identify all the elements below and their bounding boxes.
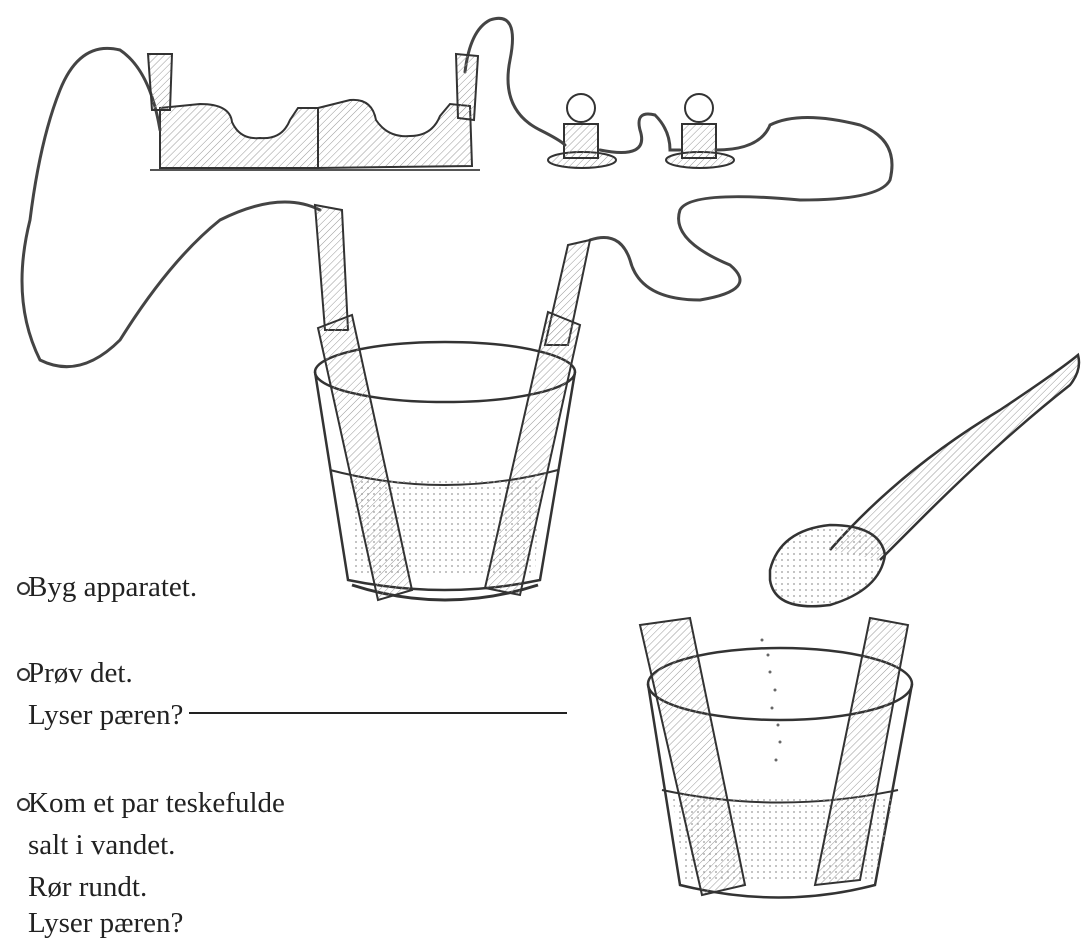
- glass-with-water: [315, 312, 580, 600]
- step-3-line-4: Lyser pæren?: [28, 906, 183, 940]
- bulb-holder-left: [548, 94, 616, 168]
- step-2-text-1: Prøv det.: [28, 657, 133, 689]
- bullet-icon: [17, 582, 30, 595]
- step-3-text-3: Rør rundt.: [28, 871, 147, 903]
- spoon-icon: [770, 355, 1079, 606]
- battery-left: [160, 104, 318, 168]
- battery-right: [318, 100, 472, 168]
- step-1-text: Byg apparatet.: [28, 571, 197, 603]
- step-3-line-1: Kom et par teskefulde: [28, 786, 285, 820]
- falling-salt: [761, 639, 782, 762]
- step-1-line-1: Byg apparatet.: [28, 570, 197, 604]
- step-2-line-1: Prøv det.: [28, 656, 133, 690]
- step-2-text-2: Lyser pæren?: [28, 699, 183, 731]
- step-2-line-2: Lyser pæren?: [28, 698, 567, 732]
- step-3-text-1: Kom et par teskefulde: [28, 787, 285, 819]
- alligator-clip-left: [148, 54, 590, 345]
- bulb-holder-right: [666, 94, 734, 168]
- step-3-text-2: salt i vandet.: [28, 829, 175, 861]
- bullet-icon: [17, 798, 30, 811]
- step-3-line-2: salt i vandet.: [28, 828, 175, 862]
- step-3-text-4: Lyser pæren?: [28, 907, 183, 939]
- step-3-line-3: Rør rundt.: [28, 870, 147, 904]
- glass-with-salt-water: [640, 618, 912, 898]
- answer-blank[interactable]: [189, 712, 567, 714]
- bullet-icon: [17, 668, 30, 681]
